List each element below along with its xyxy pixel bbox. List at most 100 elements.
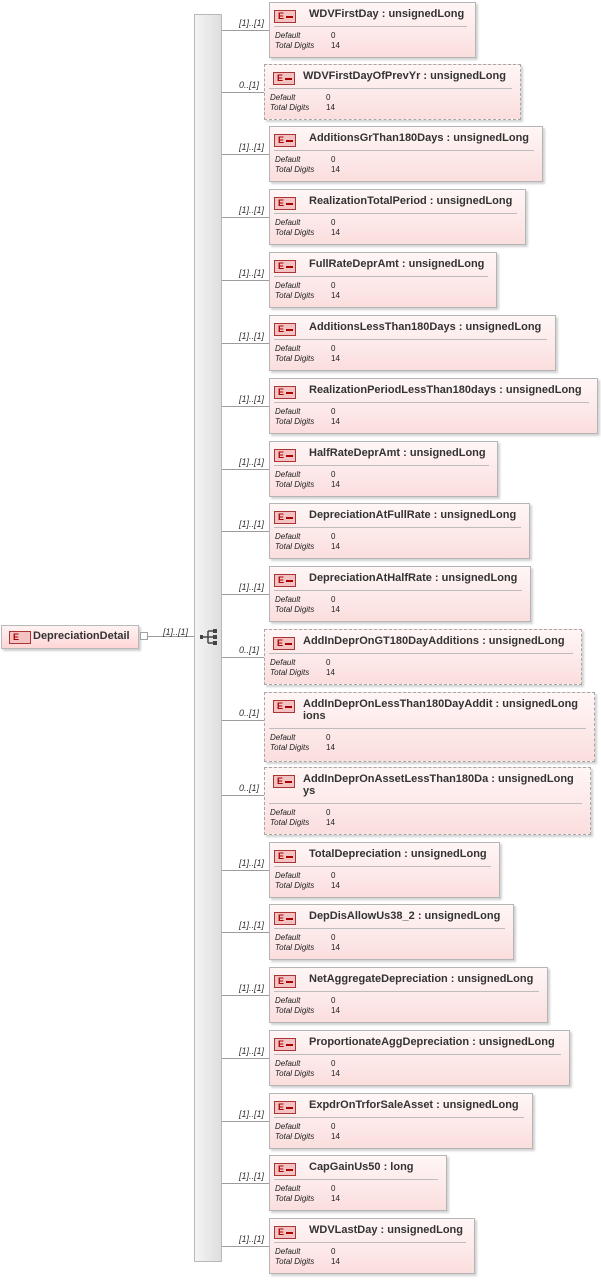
total-digits-label: Total Digits: [275, 542, 315, 551]
element-name-line: TotalDepreciation : unsignedLong: [309, 848, 487, 860]
child-connector-line: [222, 406, 269, 407]
default-value: 0: [331, 595, 336, 604]
element-icon: E: [274, 1038, 296, 1051]
element-icon: E: [274, 511, 296, 524]
total-digits-label: Total Digits: [275, 41, 315, 50]
child-cardinality: [1]..[1]: [239, 983, 265, 993]
child-connector-line: [222, 280, 269, 281]
collapse-toggle-icon[interactable]: [140, 632, 148, 640]
child-cardinality: [1]..[1]: [239, 394, 265, 404]
element-name-line: RealizationTotalPeriod : unsignedLong: [309, 195, 513, 207]
element-name-line: DepreciationAtFullRate : unsignedLong: [309, 509, 517, 521]
element-name: WDVLastDay : unsignedLong: [309, 1224, 470, 1236]
element-icon-dash: [286, 1044, 293, 1046]
divider: [274, 991, 539, 992]
total-digits-value: 14: [331, 41, 340, 50]
default-value: 0: [331, 407, 336, 416]
element-name: AdditionsLessThan180Days : unsignedLong: [309, 321, 551, 333]
divider: [274, 590, 522, 591]
child-cardinality: [1]..[1]: [239, 18, 265, 28]
divider: [274, 527, 521, 528]
element-box[interactable]: E AddInDeprOnLessThan180DayAddit : unsign…: [264, 692, 595, 762]
element-icon-letter: E: [278, 450, 285, 460]
child-cardinality: [1]..[1]: [239, 1109, 265, 1119]
default-label: Default: [275, 532, 301, 541]
total-digits-value: 14: [331, 1006, 340, 1015]
default-label: Default: [275, 218, 301, 227]
element-icon-letter: E: [278, 11, 285, 21]
child-cardinality: [1]..[1]: [239, 519, 265, 529]
default-label: Default: [275, 470, 301, 479]
divider: [274, 465, 489, 466]
default-label: Default: [270, 93, 296, 102]
default-label: Default: [275, 1059, 301, 1068]
element-name: FullRateDeprAmt : unsignedLong: [309, 258, 492, 270]
total-digits-value: 14: [326, 103, 335, 112]
element-name-line: AdditionsGrThan180Days : unsignedLong: [309, 132, 530, 144]
element-icon: E: [274, 912, 296, 925]
element-icon-letter: E: [278, 1227, 285, 1237]
element-icon-dash: [286, 329, 293, 331]
child-connector-line: [222, 594, 269, 595]
total-digits-value: 14: [331, 542, 340, 551]
default-value: 0: [331, 344, 336, 353]
child-cardinality: [1]..[1]: [239, 142, 265, 152]
total-digits-label: Total Digits: [275, 1132, 315, 1141]
default-label: Default: [275, 595, 301, 604]
child-cardinality: [1]..[1]: [239, 268, 265, 278]
element-name-line: ys: [303, 785, 316, 797]
element-name: RealizationPeriodLessThan180days : unsig…: [309, 384, 593, 396]
element-icon: E: [274, 134, 296, 147]
element-icon: E: [9, 631, 31, 644]
element-icon: E: [274, 386, 296, 399]
child-connector-line: [222, 1246, 269, 1247]
default-label: Default: [275, 281, 301, 290]
root-element-box[interactable]: E DepreciationDetail: [1, 625, 139, 649]
default-value: 0: [331, 218, 336, 227]
element-name-line: AddInDeprOnLessThan180DayAddit : unsigne…: [303, 698, 579, 710]
element-name-line: ions: [303, 710, 326, 722]
divider: [269, 803, 582, 804]
element-icon-letter: E: [278, 575, 285, 585]
total-digits-label: Total Digits: [275, 354, 315, 363]
divider: [274, 276, 488, 277]
default-value: 0: [331, 31, 336, 40]
element-icon-dash: [286, 981, 293, 983]
total-digits-label: Total Digits: [275, 1194, 315, 1203]
element-icon-dash: [286, 392, 293, 394]
total-digits-value: 14: [331, 165, 340, 174]
default-label: Default: [270, 733, 296, 742]
divider: [274, 1117, 524, 1118]
element-icon-letter: E: [277, 701, 284, 711]
element-box[interactable]: E RealizationPeriodLessThan180days : unsi…: [269, 378, 598, 434]
element-icon-letter: E: [277, 73, 284, 83]
child-connector-line: [222, 720, 264, 721]
